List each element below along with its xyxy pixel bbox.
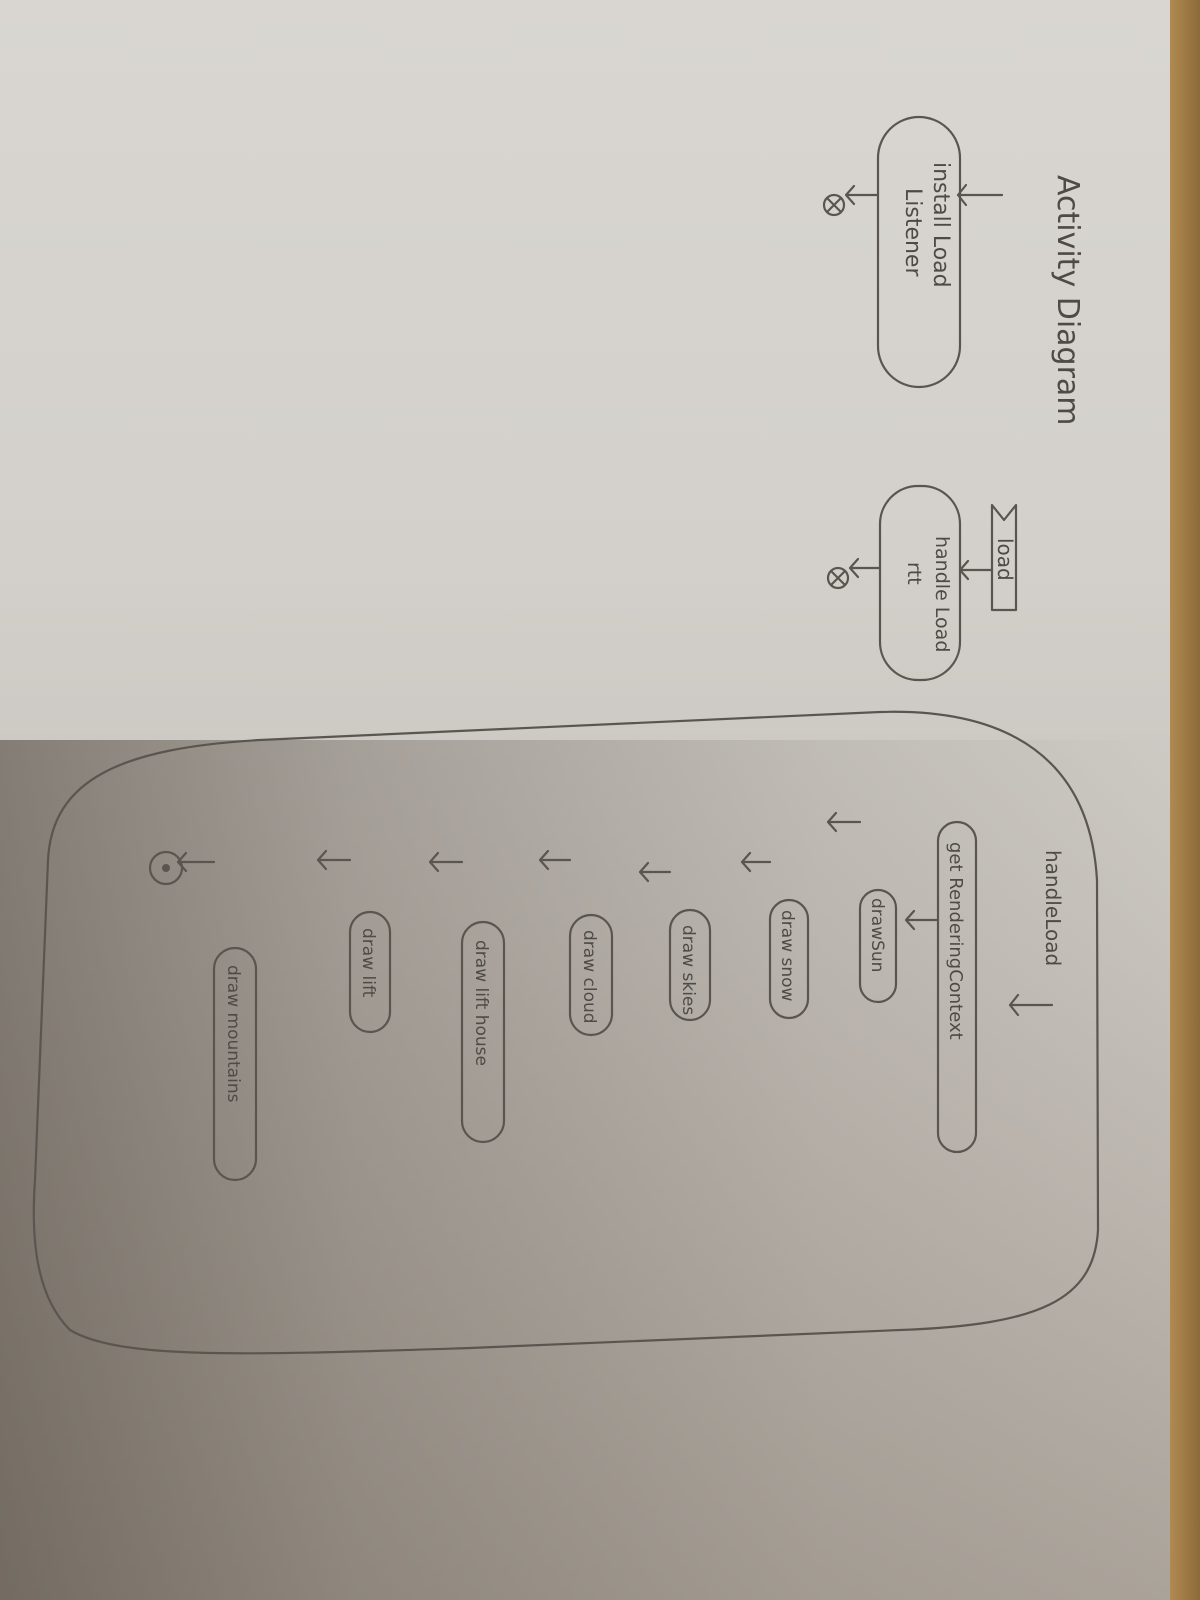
flow-arrow (538, 849, 572, 871)
hand-shadow (0, 740, 1175, 1600)
flow-arrow (848, 557, 882, 579)
step-draw-cloud-label: draw cloud (579, 930, 599, 1024)
step-draw-lift-house (460, 920, 506, 1144)
step-draw-mountains-label: draw mountains (223, 965, 243, 1103)
install-listener-label-1: install Load (928, 162, 953, 288)
step-draw-lift (348, 910, 392, 1034)
handle-load-action (878, 484, 962, 682)
region-boundary (32, 710, 1100, 1355)
flow-arrow (316, 849, 352, 871)
handle-load-flow: load handle Load rtt (826, 484, 1018, 682)
load-signal-label: load (993, 538, 1017, 581)
handle-load-region: handleLoad get RenderingContext drawSun … (32, 710, 1100, 1355)
flow-final-icon (822, 193, 846, 217)
flow-arrow (904, 909, 940, 931)
flow-arrow (740, 851, 772, 873)
flow-arrow (638, 861, 672, 883)
flow-arrow (176, 851, 216, 873)
activity-final-icon (148, 850, 184, 886)
handle-load-label-1: handle Load (931, 536, 953, 652)
handle-load-label-2: rtt (903, 562, 925, 585)
step-draw-sun-label: drawSun (867, 898, 887, 972)
diagram-title: Activity Diagram (1050, 175, 1085, 426)
step-draw-cloud (568, 913, 614, 1037)
step-draw-skies-label: draw skies (678, 925, 698, 1015)
desk-edge (1170, 0, 1200, 1600)
region-label: handleLoad (1041, 850, 1065, 966)
install-listener-label-2: Listener (900, 188, 925, 277)
flow-arrow (844, 184, 880, 206)
load-signal (990, 503, 1018, 612)
step-get-rendering-context (936, 820, 978, 1154)
step-draw-snow (768, 898, 810, 1020)
flow-final-icon (826, 566, 850, 590)
flow-arrow (958, 559, 994, 581)
step-draw-lift-house-label: draw lift house (471, 940, 491, 1066)
step-draw-sun (858, 888, 898, 1004)
step-draw-skies (668, 908, 712, 1022)
flow-arrow (826, 811, 862, 833)
step-draw-lift-label: draw lift (358, 928, 378, 998)
step-draw-mountains (212, 946, 258, 1182)
initial-arrow (1008, 993, 1054, 1017)
install-listener-action (876, 115, 962, 389)
step-draw-snow-label: draw snow (777, 910, 797, 1002)
step-get-rendering-context-label: get RenderingContext (945, 842, 966, 1040)
install-listener-flow: install Load Listener (822, 115, 1004, 389)
initial-arrow (956, 183, 1004, 207)
flow-arrow (428, 851, 464, 873)
